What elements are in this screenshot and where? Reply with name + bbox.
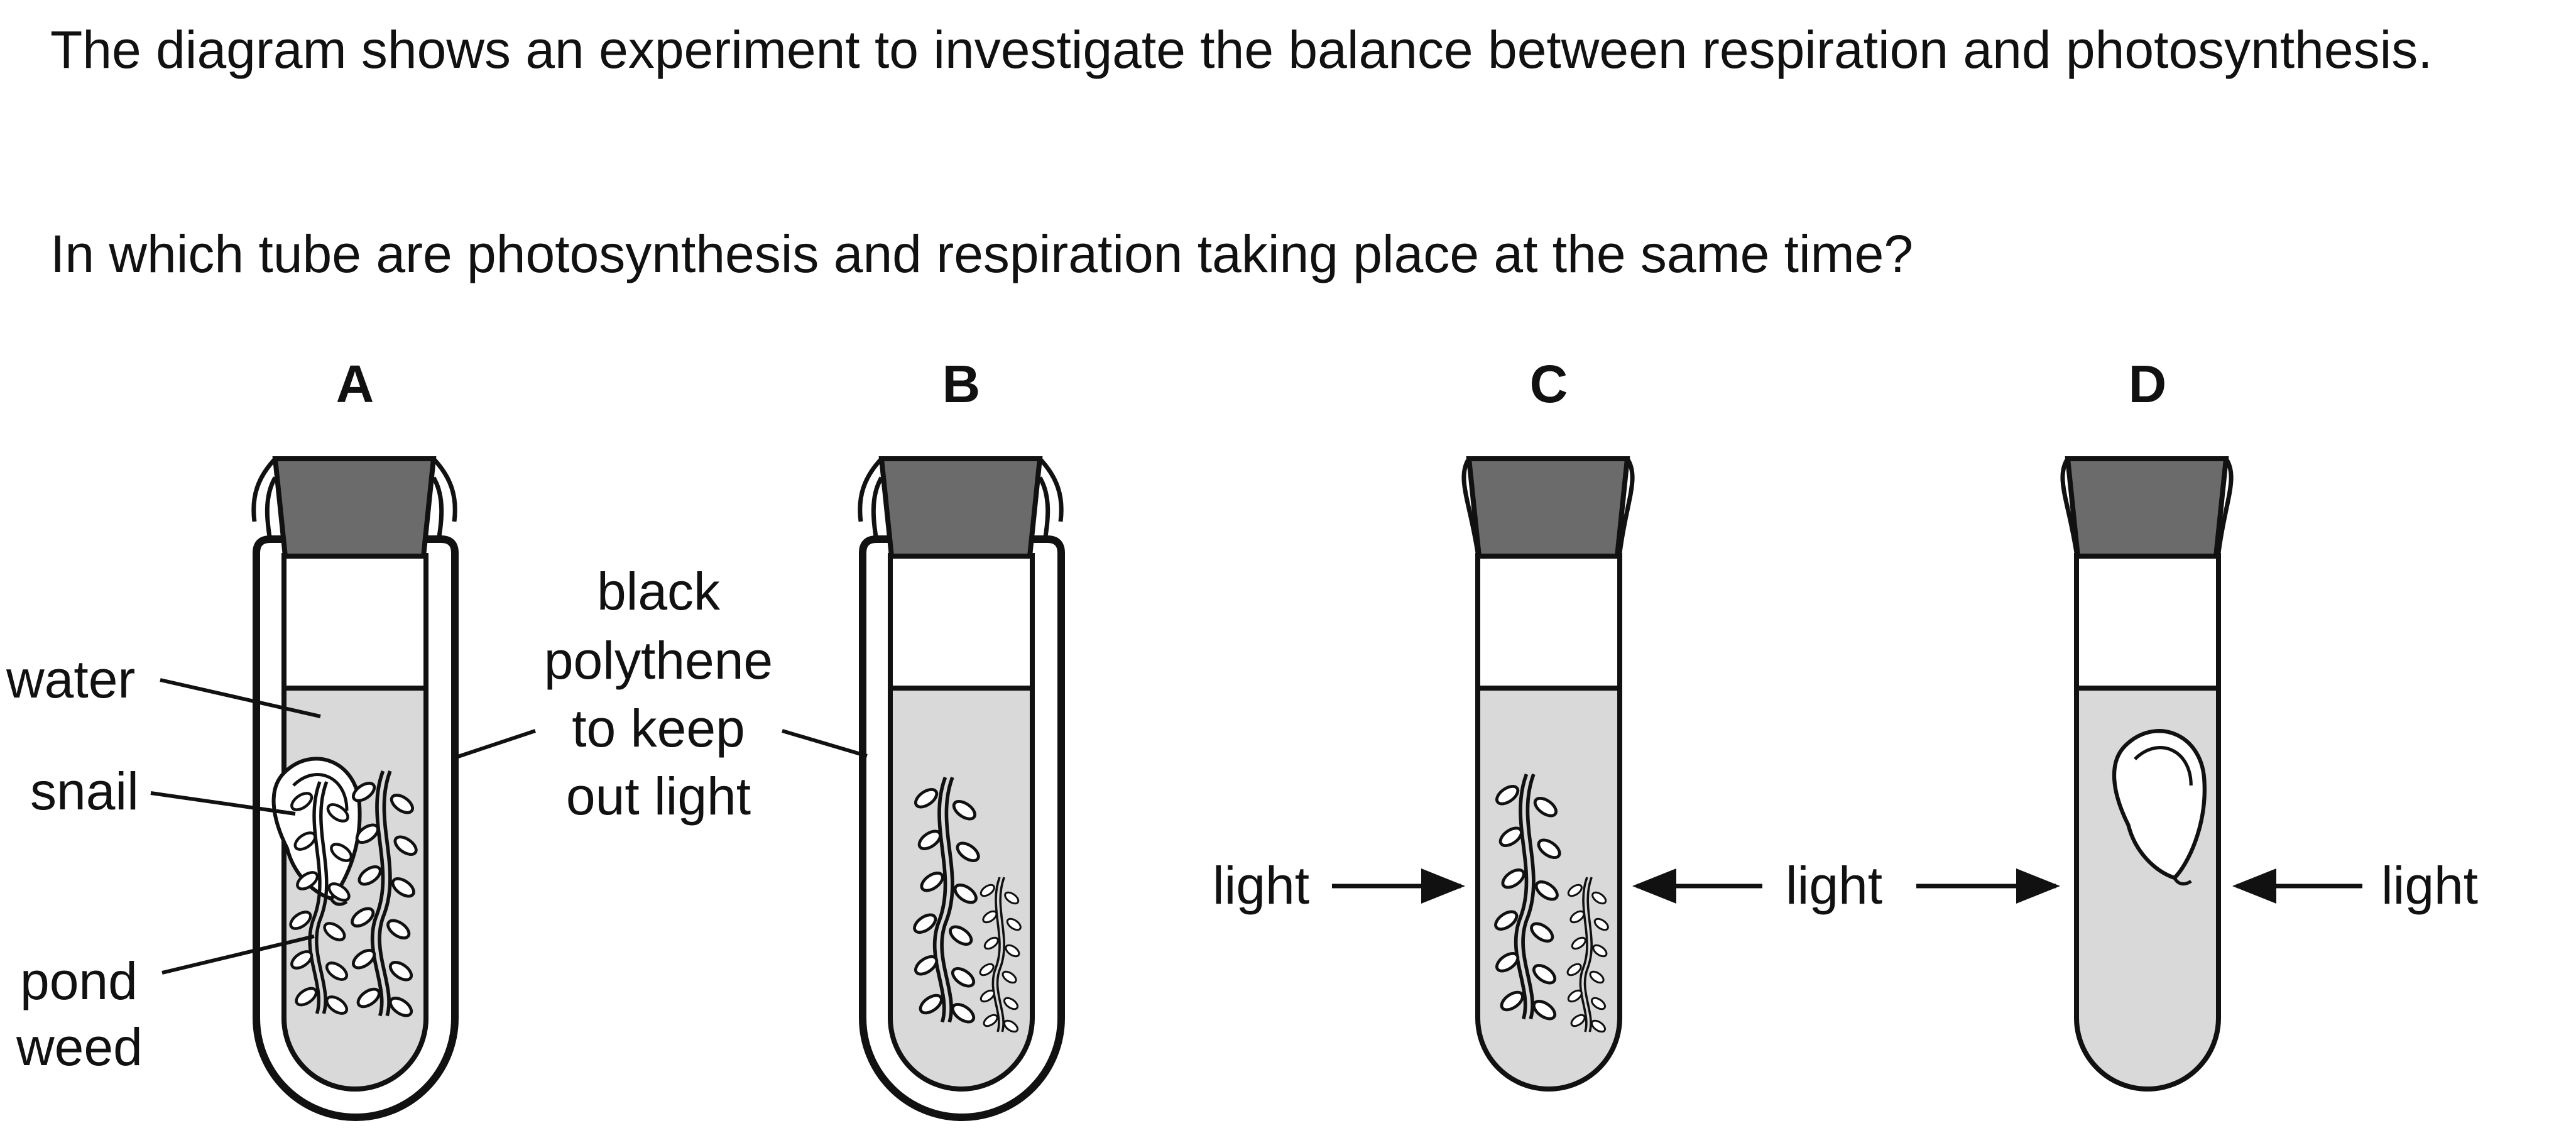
- light-label-middle: light: [1786, 856, 1882, 915]
- polythene-pointer-b: [782, 729, 868, 758]
- polythene-label-line3: to keep: [572, 699, 745, 758]
- tube-b-letter: B: [942, 354, 981, 413]
- stopper: [272, 456, 437, 559]
- stopper: [2065, 456, 2229, 559]
- light-label-d-right: light: [2381, 856, 2478, 915]
- tube-a-letter: A: [336, 354, 374, 413]
- polythene-label-line1: black: [597, 562, 721, 621]
- snail-pointer: [150, 791, 296, 816]
- tube-d-letter: D: [2129, 354, 2167, 413]
- pondweed-label-line2: weed: [16, 1017, 143, 1076]
- stopper: [878, 456, 1043, 559]
- tube-c-letter: C: [1530, 354, 1568, 413]
- polythene-label-line4: out light: [566, 767, 751, 826]
- question-stem: The diagram shows an experiment to inves…: [50, 20, 2433, 79]
- polythene-label-line2: polythene: [544, 631, 773, 690]
- pondweed-pointer: [161, 934, 315, 975]
- tube-a: [251, 456, 459, 1121]
- snail-label: snail: [30, 762, 139, 821]
- polythene-pointer-a: [456, 729, 536, 759]
- pondweed-label-line1: pond: [20, 951, 138, 1010]
- stopper: [1466, 456, 1630, 559]
- tube-d: [2060, 456, 2234, 1092]
- tube-c: [1461, 456, 1635, 1092]
- tube-b: [858, 456, 1065, 1121]
- water-label: water: [6, 650, 135, 709]
- water-pointer: [160, 678, 321, 718]
- light-label-c-left: light: [1213, 856, 1309, 915]
- question-prompt: In which tube are photosynthesis and res…: [50, 224, 1914, 283]
